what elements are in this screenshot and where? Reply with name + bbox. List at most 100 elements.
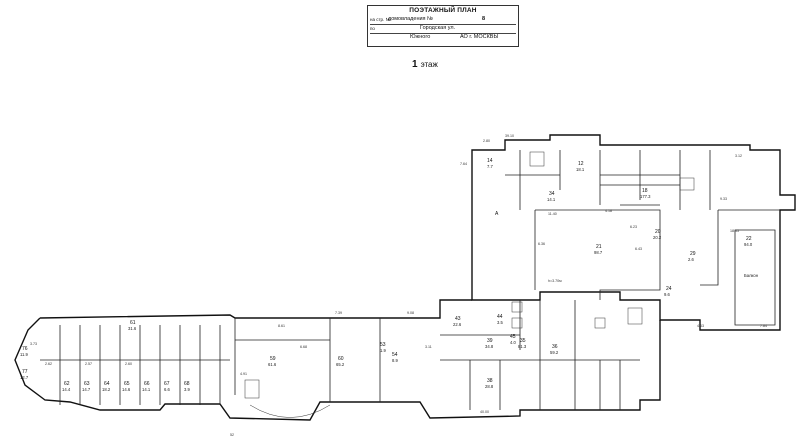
wall-mid-room-18 bbox=[600, 184, 680, 206]
dim-10: 8.61 bbox=[278, 324, 285, 328]
balcony-label: Балкон bbox=[744, 273, 759, 278]
wall-corridor-top bbox=[519, 300, 576, 410]
title-stamp: ПОЭТАЖНЫЙ ПЛАН на стр. № домовладения № … bbox=[367, 5, 519, 47]
room-24: 249.6 bbox=[664, 286, 672, 297]
dim-17: 7.84 bbox=[760, 324, 767, 328]
stamp-row1-label: на стр. № bbox=[370, 17, 391, 22]
svg-text:12.7: 12.7 bbox=[20, 375, 29, 380]
wall-upper-row bbox=[505, 150, 711, 210]
wall-left-cells bbox=[40, 325, 230, 405]
svg-text:59.2: 59.2 bbox=[550, 350, 559, 355]
svg-text:45: 45 bbox=[510, 334, 516, 340]
dim-21: 2.62 bbox=[45, 362, 52, 366]
svg-text:3.9: 3.9 bbox=[184, 387, 190, 392]
svg-text:22.6: 22.6 bbox=[453, 322, 462, 327]
lift-3 bbox=[594, 317, 606, 329]
dim-11: 9.08 bbox=[407, 311, 414, 315]
svg-text:28.8: 28.8 bbox=[485, 384, 494, 389]
svg-text:54: 54 bbox=[392, 352, 398, 358]
wall-right-balcony bbox=[734, 229, 776, 326]
svg-text:14.1: 14.1 bbox=[547, 197, 556, 202]
dim-15: 9.33 bbox=[720, 197, 727, 201]
svg-text:18: 18 bbox=[642, 188, 648, 194]
svg-text:4.0: 4.0 bbox=[510, 340, 516, 345]
svg-text:14.7: 14.7 bbox=[82, 387, 91, 392]
svg-text:14: 14 bbox=[487, 158, 493, 164]
svg-text:18.1: 18.1 bbox=[576, 167, 585, 172]
room-45: 454.0 bbox=[510, 334, 516, 345]
svg-text:29: 29 bbox=[690, 251, 696, 257]
svg-text:3.5: 3.5 bbox=[497, 320, 503, 325]
svg-text:20: 20 bbox=[655, 229, 661, 235]
svg-text:22: 22 bbox=[746, 236, 752, 242]
svg-text:81.3: 81.3 bbox=[518, 344, 527, 349]
wall-room-22 bbox=[700, 209, 780, 286]
svg-text:62: 62 bbox=[64, 381, 70, 387]
svg-text:76: 76 bbox=[22, 346, 28, 352]
svg-text:31.6: 31.6 bbox=[128, 326, 137, 331]
dim-20: 2.57 bbox=[85, 362, 92, 366]
svg-text:53: 53 bbox=[380, 342, 386, 348]
stamp-row-house: на стр. № домовладения № 8 bbox=[370, 16, 516, 25]
room-14: 147.7 bbox=[487, 158, 493, 169]
svg-text:67: 67 bbox=[164, 381, 170, 387]
room-67: 676.6 bbox=[164, 381, 170, 392]
svg-text:64: 64 bbox=[104, 381, 110, 387]
room-68: 683.9 bbox=[184, 381, 190, 392]
svg-text:94.0: 94.0 bbox=[744, 242, 753, 247]
svg-text:63: 63 bbox=[84, 381, 90, 387]
svg-text:39: 39 bbox=[487, 338, 493, 344]
dim-8: 6.23 bbox=[630, 225, 637, 229]
stamp-title: ПОЭТАЖНЫЙ ПЛАН bbox=[409, 7, 477, 14]
lift-2 bbox=[511, 317, 523, 329]
stair-top bbox=[529, 151, 545, 167]
svg-text:34: 34 bbox=[549, 191, 555, 197]
svg-text:14.6: 14.6 bbox=[122, 387, 131, 392]
svg-text:18.2: 18.2 bbox=[102, 387, 111, 392]
wall-hall-21 bbox=[534, 209, 661, 300]
room-54: 548.9 bbox=[392, 352, 398, 363]
dim-1: 39.10 bbox=[505, 134, 514, 138]
floor-word: этаж bbox=[420, 60, 438, 69]
svg-text:1.9: 1.9 bbox=[380, 348, 386, 353]
room-29: 292.6 bbox=[688, 251, 696, 262]
dim-22: 2.60 bbox=[125, 362, 132, 366]
stamp-row1-text: домовладения № bbox=[388, 16, 433, 22]
dim-3: 7.64 bbox=[460, 162, 467, 166]
svg-text:20.2: 20.2 bbox=[653, 235, 662, 240]
stamp-row-district: Южного АО г. МОСКВЫ bbox=[370, 34, 516, 42]
room-44: 443.5 bbox=[497, 314, 503, 325]
svg-text:77: 77 bbox=[22, 369, 28, 375]
svg-text:35: 35 bbox=[520, 338, 526, 344]
stair-a-label: А bbox=[495, 211, 499, 217]
wall-rooms-south bbox=[440, 334, 640, 410]
dim-13: 40.00 bbox=[480, 410, 489, 414]
svg-text:38: 38 bbox=[487, 378, 493, 384]
stair-upper-right bbox=[679, 177, 695, 191]
dim-19: 3.73 bbox=[30, 342, 37, 346]
dim-5: 6.43 bbox=[635, 247, 642, 251]
dim-4: 11.40 bbox=[548, 212, 557, 216]
dim-18: 3.12 bbox=[735, 154, 742, 158]
dim-16: 4.63 bbox=[697, 324, 704, 328]
svg-text:61.6: 61.6 bbox=[268, 362, 277, 367]
dim-14: 18.33 bbox=[730, 229, 739, 233]
svg-text:7.7: 7.7 bbox=[487, 164, 493, 169]
dim-24: 3.11 bbox=[425, 345, 432, 349]
